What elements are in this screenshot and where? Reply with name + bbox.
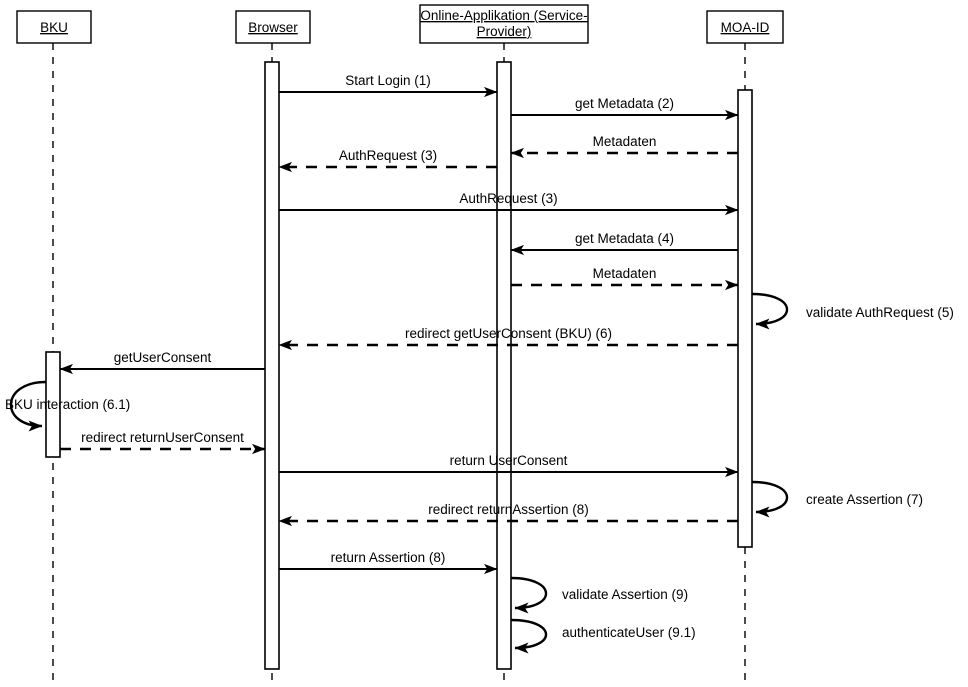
message-label-1: Start Login (1) xyxy=(345,73,431,88)
message-label-5: AuthRequest (3) xyxy=(459,191,557,206)
actor-box-bku[interactable] xyxy=(16,10,92,44)
message-8: redirect getUserConsent (BKU) (6) xyxy=(278,326,738,351)
message-4: AuthRequest (3) xyxy=(278,148,497,173)
message-13: return Assertion (8) xyxy=(279,550,498,575)
message-label-4: AuthRequest (3) xyxy=(339,148,437,163)
actor-label-sp-line2: Provider) xyxy=(477,24,532,39)
message-7: Metadaten xyxy=(511,266,739,291)
message-label-11: return UserConsent xyxy=(450,453,568,468)
actor-label-browser: Browser xyxy=(248,20,298,35)
actor-label-moaid: MOA-ID xyxy=(721,20,770,35)
activation-bar-moaid xyxy=(737,89,753,548)
self-message-label-1: validate AuthRequest (5) xyxy=(806,305,954,320)
actor-boxes-layer: BKU Browser Online-Applikation (Service-Pr… xyxy=(16,4,784,44)
message-11: return UserConsent xyxy=(279,453,739,478)
self-message-arc-4 xyxy=(510,576,548,614)
message-5: AuthRequest (3) xyxy=(279,191,739,216)
messages-layer: Start Login (1) get Metadata (2) Metadaten… xyxy=(59,73,739,575)
self-message-label-4: validate Assertion (9) xyxy=(562,587,688,602)
self-message-arc-2 xyxy=(9,380,47,432)
self-message-label-2: BKU interaction (6.1) xyxy=(5,397,130,412)
message-10: redirect returnUserConsent xyxy=(60,430,266,455)
actor-moaid[interactable]: MOA-ID xyxy=(706,10,784,44)
self-message-arc-3 xyxy=(751,480,789,518)
actor-label-bku: BKU xyxy=(40,20,68,35)
self-message-5: authenticateUser (9.1) xyxy=(510,618,696,654)
self-message-label-5: authenticateUser (9.1) xyxy=(562,625,696,640)
message-12: redirect returnAssertion (8) xyxy=(278,502,738,527)
activation-bar-sp xyxy=(496,61,512,670)
message-label-2: get Metadata (2) xyxy=(575,96,674,111)
actor-box-moaid[interactable] xyxy=(706,10,784,44)
message-label-8: redirect getUserConsent (BKU) (6) xyxy=(405,326,612,341)
message-3: Metadaten xyxy=(510,134,738,159)
message-9: getUserConsent xyxy=(59,350,265,375)
message-label-13: return Assertion (8) xyxy=(331,550,446,565)
self-message-4: validate Assertion (9) xyxy=(510,576,688,614)
message-label-9: getUserConsent xyxy=(114,350,212,365)
message-label-7: Metadaten xyxy=(593,266,657,281)
actor-label-sp-line1: Online-Applikation (Service- xyxy=(420,8,587,23)
self-message-label-3: create Assertion (7) xyxy=(806,492,923,507)
message-label-12: redirect returnAssertion (8) xyxy=(428,502,589,517)
actor-box-browser[interactable] xyxy=(235,10,311,44)
message-2: get Metadata (2) xyxy=(511,96,739,121)
message-label-10: redirect returnUserConsent xyxy=(81,430,244,445)
message-6: get Metadata (4) xyxy=(510,231,738,256)
activations-layer xyxy=(45,61,753,670)
actor-bku[interactable]: BKU xyxy=(16,10,92,44)
activation-bar-browser xyxy=(264,61,280,670)
self-message-1: validate AuthRequest (5) xyxy=(751,292,954,330)
self-message-arc-5 xyxy=(510,618,548,654)
activation-bar-bku xyxy=(45,351,61,458)
actor-box-sp[interactable] xyxy=(419,4,589,44)
self-message-2: BKU interaction (6.1) xyxy=(5,380,130,432)
message-label-3: Metadaten xyxy=(593,134,657,149)
actor-browser[interactable]: Browser xyxy=(235,10,311,44)
self-message-arc-1 xyxy=(751,292,789,330)
actor-sp[interactable]: Online-Applikation (Service-Provider) xyxy=(419,4,589,44)
self-messages-layer: validate AuthRequest (5) BKU interaction … xyxy=(5,292,954,654)
message-1: Start Login (1) xyxy=(279,73,498,98)
self-message-3: create Assertion (7) xyxy=(751,480,923,518)
message-label-6: get Metadata (4) xyxy=(575,231,674,246)
